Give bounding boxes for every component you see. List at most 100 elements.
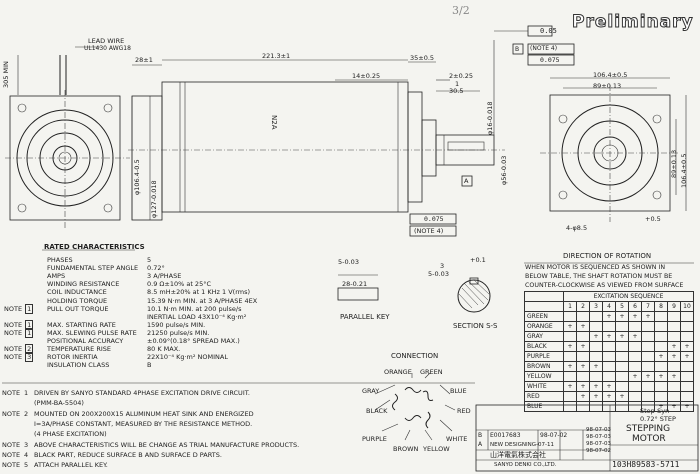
parallel-key-label: PARALLEL KEY bbox=[340, 313, 390, 321]
seq-cell: + bbox=[563, 321, 577, 332]
rated-value: 22X10⁻⁴ Kg·m² NOMINAL bbox=[147, 353, 228, 362]
note-text: (4 PHASE EXCITATION) bbox=[34, 430, 107, 439]
key-dim-mid: 28-0.21 bbox=[342, 280, 368, 288]
side-note-label: NOTE bbox=[4, 328, 23, 337]
seq-wire-name: BLACK bbox=[524, 341, 564, 352]
seq-cell bbox=[667, 381, 681, 392]
seq-step-header: 8 bbox=[654, 301, 668, 312]
seq-cell: + bbox=[602, 391, 616, 402]
seq-cell: + bbox=[576, 361, 590, 372]
seq-cell bbox=[641, 351, 655, 362]
seq-cell bbox=[641, 341, 655, 352]
datum-a-box: A bbox=[464, 177, 469, 185]
seq-cell bbox=[680, 361, 694, 372]
seq-cell bbox=[680, 381, 694, 392]
rev-a-text: NEW DESIGNING-07-11 bbox=[490, 442, 554, 448]
seq-row: RED++++ bbox=[524, 391, 694, 402]
seq-cell: + bbox=[576, 321, 590, 332]
front-dim-89-right: 89±0.13 bbox=[670, 149, 678, 178]
seq-cell bbox=[602, 401, 616, 412]
seq-cell bbox=[589, 341, 603, 352]
rotation-text-1: WHEN MOTOR IS SEQUENCED AS SHOWN IN bbox=[525, 264, 666, 271]
seq-cell bbox=[641, 381, 655, 392]
wire-gray: GRAY bbox=[362, 387, 380, 395]
gdt-note4-a: (NOTE 4) bbox=[530, 45, 558, 52]
company-name: 山洋電氣株式会社 bbox=[490, 451, 546, 459]
gdt-conc-b-value: 0.075 bbox=[424, 215, 444, 223]
wire-yellow: YELLOW bbox=[423, 445, 450, 453]
seq-cell: + bbox=[602, 311, 616, 322]
mounting-holes: 4-φ8.5 bbox=[566, 224, 588, 232]
rated-label: WINDING RESISTANCE bbox=[47, 280, 120, 289]
seq-wire-name: PURPLE bbox=[524, 351, 564, 362]
section-label: SECTION S-S bbox=[453, 322, 498, 330]
seq-wire-name: GRAY bbox=[524, 331, 564, 342]
seq-row: YELLOW++++ bbox=[524, 371, 694, 382]
seq-cell: + bbox=[563, 381, 577, 392]
seq-cell bbox=[628, 351, 642, 362]
seq-cell bbox=[641, 361, 655, 372]
dim-305: 305 MIN bbox=[2, 61, 10, 88]
wire-red: RED bbox=[457, 407, 471, 415]
seq-cell bbox=[615, 321, 629, 332]
seq-cell bbox=[602, 371, 616, 382]
seq-title: EXCITATION SEQUENCE bbox=[563, 291, 694, 302]
seq-step-header: 9 bbox=[667, 301, 681, 312]
note-row: (4 PHASE EXCITATION) bbox=[2, 430, 107, 438]
note-label: NOTE bbox=[2, 389, 21, 397]
rated-value: 15.39 N·m MIN. at 3 A/PHASE 4EX bbox=[147, 296, 258, 305]
seq-cell bbox=[589, 311, 603, 322]
rated-label: PHASES bbox=[47, 256, 73, 264]
rev-b-code: E0017683 bbox=[490, 432, 521, 439]
rated-value: 1590 pulse/s MIN. bbox=[147, 320, 206, 329]
note-label: NOTE bbox=[2, 450, 21, 459]
seq-cell bbox=[628, 391, 642, 402]
connection-diagram bbox=[374, 372, 456, 441]
side-note-number: 1 bbox=[25, 303, 34, 314]
seq-cell: + bbox=[615, 311, 629, 322]
seq-cell bbox=[563, 351, 577, 362]
seq-cell bbox=[576, 401, 590, 412]
seq-cell bbox=[602, 351, 616, 362]
front-dim-106: 106.4±0.5 bbox=[593, 71, 628, 79]
wire-black: BLACK bbox=[366, 407, 388, 415]
seq-cell bbox=[628, 381, 642, 392]
body-label: N2A bbox=[270, 115, 278, 130]
wire-white: WHITE bbox=[446, 435, 468, 443]
note-number: 1 bbox=[24, 389, 29, 397]
seq-cell: + bbox=[654, 351, 668, 362]
seq-cell: + bbox=[576, 381, 590, 392]
seq-cell: + bbox=[641, 311, 655, 322]
sig-date-3: 98-07-03 bbox=[586, 441, 611, 447]
seq-cell: + bbox=[563, 361, 577, 372]
side-note-number: 1 bbox=[25, 319, 34, 330]
seq-cell: + bbox=[576, 391, 590, 402]
rated-value: 21250 pulse/s MIN. bbox=[147, 328, 210, 337]
note-number: 4 bbox=[24, 450, 29, 459]
rated-value: 5 bbox=[147, 256, 152, 264]
seq-cell bbox=[602, 321, 616, 332]
seq-row: BLUE+++ bbox=[524, 401, 694, 412]
dim-28: 28±1 bbox=[135, 56, 153, 64]
datum-b-box: B bbox=[515, 46, 520, 53]
seq-cell: + bbox=[628, 331, 642, 342]
rated-label: COIL INDUCTANCE bbox=[47, 288, 107, 297]
seq-cell bbox=[563, 311, 577, 322]
document-number: 103H89583-5711 bbox=[612, 460, 680, 469]
shaft-diameter: φ16-0.018 bbox=[486, 101, 494, 135]
seq-cell bbox=[667, 311, 681, 322]
rev-a: A bbox=[478, 441, 483, 448]
seq-cell bbox=[576, 311, 590, 322]
seq-step-header: 3 bbox=[589, 301, 603, 312]
